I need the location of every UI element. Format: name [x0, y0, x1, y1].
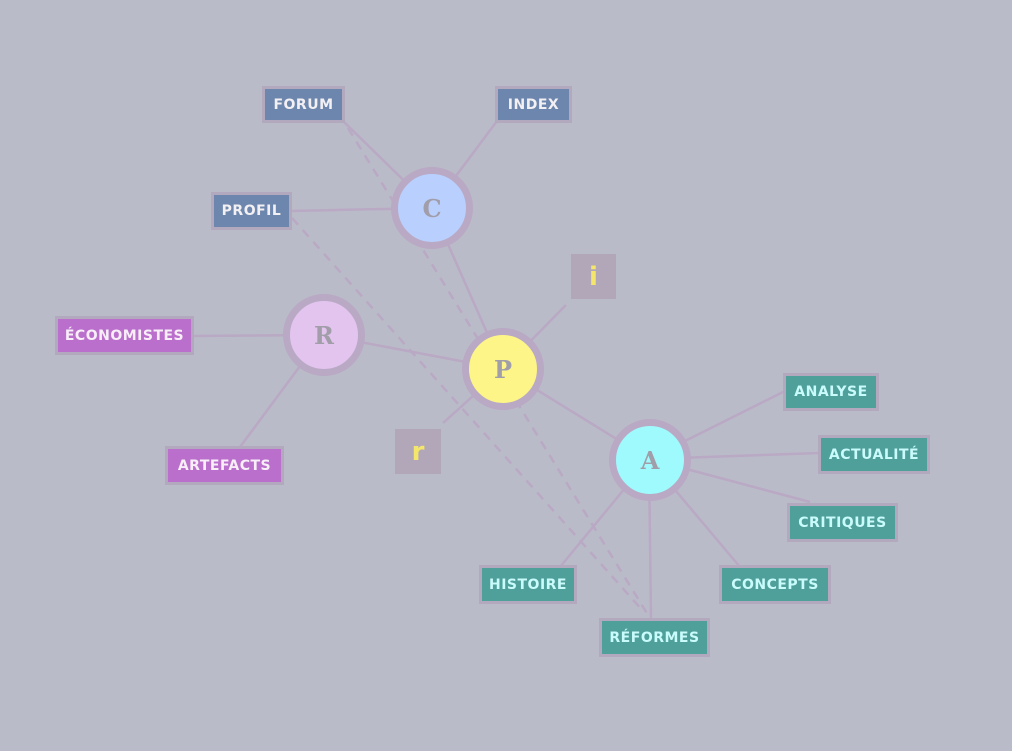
tag-reformes-label: RÉFORMES	[609, 629, 700, 646]
info-node[interactable]: i	[571, 254, 616, 299]
tag-concepts[interactable]: CONCEPTS	[719, 565, 831, 604]
tag-profil[interactable]: PROFIL	[211, 192, 292, 230]
tag-economistes[interactable]: ÉCONOMISTES	[55, 316, 194, 355]
tag-index-label: INDEX	[507, 96, 560, 113]
dashed-link-profil-reformes	[291, 217, 644, 612]
tag-histoire[interactable]: HISTOIRE	[479, 565, 577, 604]
tag-artefacts-label: ARTEFACTS	[177, 457, 272, 474]
tag-forum-label: FORUM	[273, 96, 334, 113]
tag-critiques[interactable]: CRITIQUES	[787, 503, 898, 542]
tag-critiques-label: CRITIQUES	[798, 514, 887, 531]
tag-actualite[interactable]: ACTUALITÉ	[818, 435, 930, 474]
tag-artefacts[interactable]: ARTEFACTS	[165, 446, 284, 485]
tag-concepts-label: CONCEPTS	[731, 576, 819, 593]
tag-analyse[interactable]: ANALYSE	[783, 373, 879, 411]
hub-r[interactable]: R	[283, 294, 365, 376]
tag-reformes[interactable]: RÉFORMES	[599, 618, 710, 657]
hub-c[interactable]: C	[391, 167, 473, 249]
tag-economistes-label: ÉCONOMISTES	[64, 327, 185, 344]
r-glyph: r	[411, 436, 425, 467]
tag-histoire-label: HISTOIRE	[488, 576, 567, 593]
tag-analyse-label: ANALYSE	[794, 384, 868, 400]
hub-a[interactable]: A	[609, 419, 691, 501]
hub-r-label: R	[314, 320, 334, 350]
info-icon: i	[589, 261, 598, 292]
tag-forum[interactable]: FORUM	[262, 86, 345, 123]
hub-a-label: A	[640, 445, 660, 475]
tag-index[interactable]: INDEX	[495, 86, 572, 123]
hub-c-label: C	[422, 193, 442, 223]
tag-actualite-label: ACTUALITÉ	[828, 446, 920, 463]
r-node[interactable]: r	[395, 429, 441, 474]
hub-p[interactable]: P	[462, 328, 544, 410]
tag-profil-label: PROFIL	[221, 203, 282, 219]
hub-p-label: P	[493, 354, 513, 384]
